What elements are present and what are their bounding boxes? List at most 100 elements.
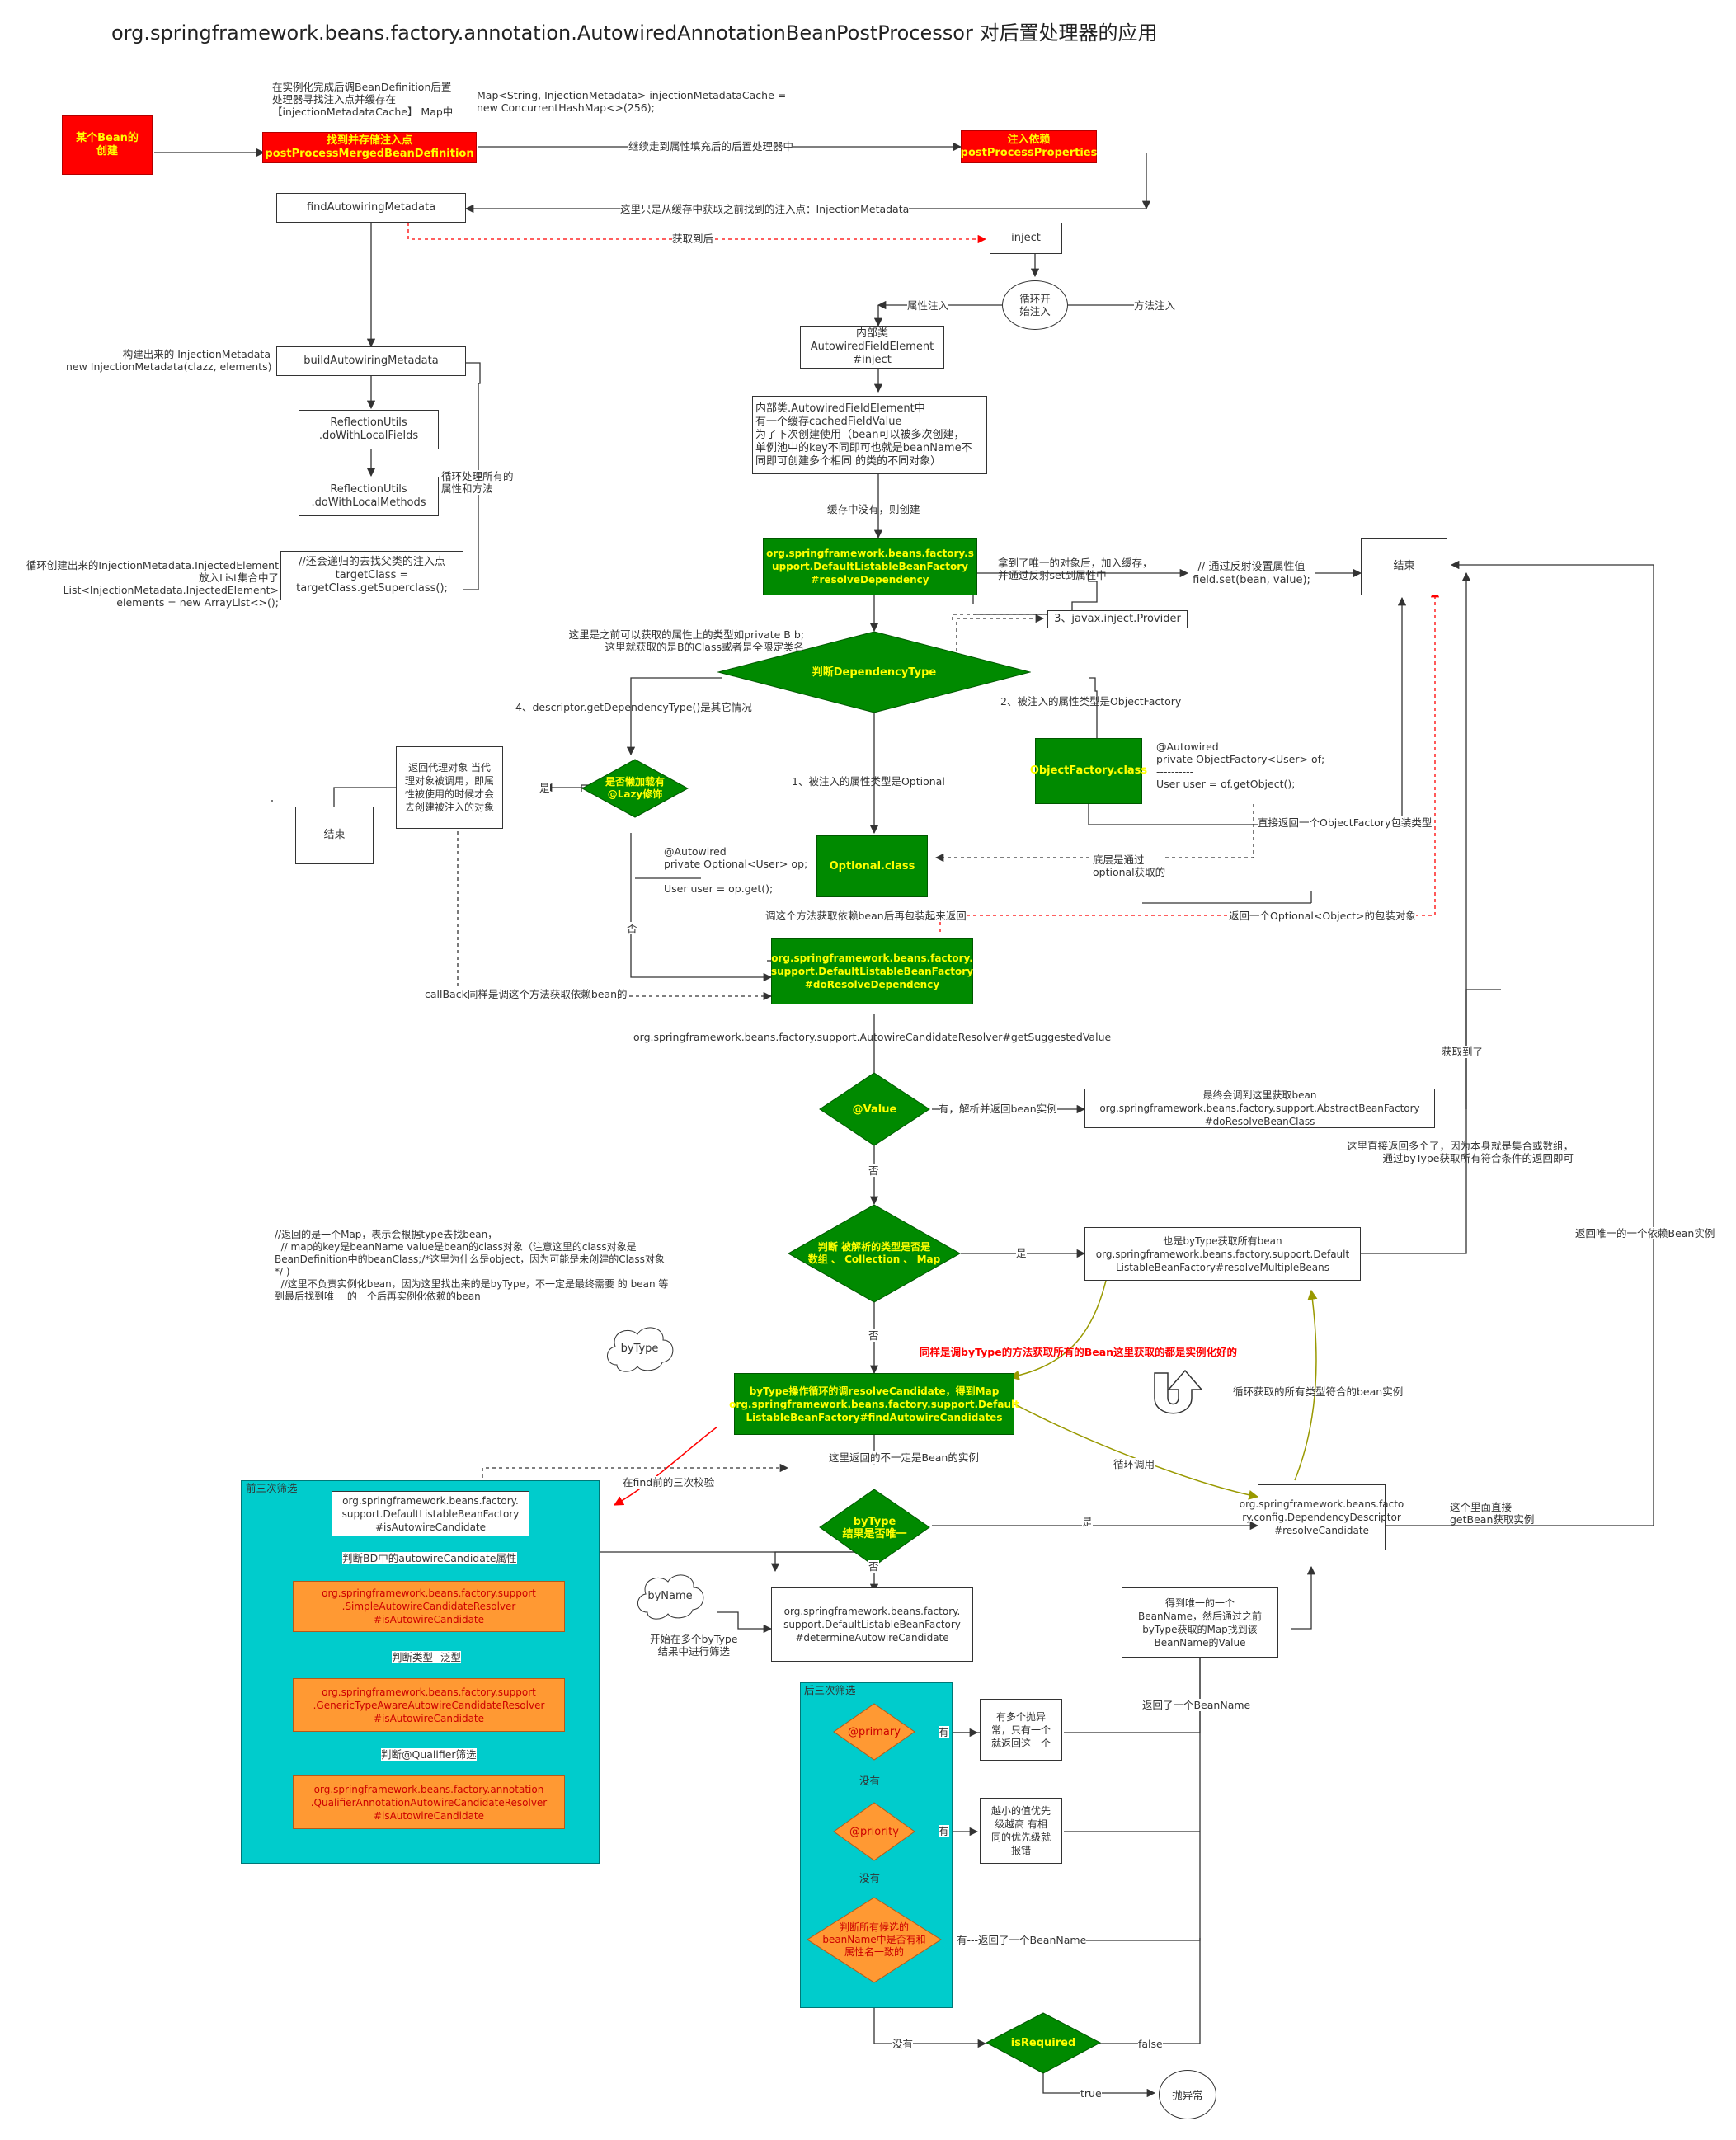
end-node-1: 结束 (1361, 538, 1447, 595)
return-unique-label: 返回唯一的一个依赖Bean实例 (1575, 1227, 1715, 1239)
judge-qualifier-label: 判断@Qualifier筛选 (381, 1748, 477, 1761)
field-element-node: 内部类 AutowiredFieldElement #inject (800, 326, 944, 369)
filter-node-1: org.springframework.beans.factory. suppo… (332, 1491, 529, 1536)
value-no-label: 否 (868, 1164, 879, 1177)
built-metadata-label: 构建出来的 InjectionMetadata new InjectionMet… (66, 348, 272, 373)
inject-dependency-node: 注入依赖 postProcessProperties (961, 130, 1097, 163)
return-object-factory-label: 直接返回一个ObjectFactory包装类型 (1258, 816, 1433, 829)
type-note-label: 这里是之前可以获取的属性上的类型如private B b; 这里就获取的是B的C… (568, 628, 804, 653)
map-note-label: //返回的是一个Map，表示会根据type去找bean， // map的key是… (275, 1229, 669, 1302)
loop-get-label: 循环获取的所有类型符合的bean实例 (1233, 1385, 1404, 1398)
filter-node-2: org.springframework.beans.factory.suppor… (293, 1581, 565, 1632)
primary-diamond: @primary (833, 1703, 915, 1761)
loop-start-node: 循环开 始注入 (1002, 280, 1068, 330)
bean-create-node: 某个Bean的 创建 (62, 115, 153, 175)
same-bytype-label: 同样是调byType的方法获取所有的Bean这里获取的都是实例化好的 (920, 1346, 1238, 1358)
end-node-2: 结束 (295, 807, 374, 864)
case1-label: 1、被注入的属性类型是Optional (792, 775, 945, 788)
do-resolve-dependency-node: org.springframework.beans.factory. suppo… (771, 938, 973, 1004)
priority-diamond: @priority (833, 1802, 915, 1861)
optional-code: @Autowired private Optional<User> op; --… (664, 845, 808, 895)
find-three-label: 在find前的三次校验 (623, 1476, 715, 1489)
field-inject-label: 属性注入 (907, 299, 949, 312)
not-instance-label: 这里返回的不一定是Bean的实例 (829, 1451, 979, 1464)
suggested-value-label: org.springframework.beans.factory.suppor… (633, 1031, 1112, 1043)
name-match-none-label: 没有 (892, 2038, 914, 2050)
from-cache-label: 这里只是从缓存中获取之前找到的注入点：InjectionMetadata (620, 203, 910, 215)
field-set-node: // 通过反射设置属性值 field.set(bean, value); (1188, 553, 1315, 595)
priority-note: 越小的值优先 级越高 有相 同的优先级就 报错 (980, 1798, 1062, 1864)
value-diamond: @Value (819, 1072, 930, 1146)
true-label: true (1080, 2087, 1102, 2100)
back-three-filter-title: 后三次筛选 (804, 1684, 856, 1696)
after-get-label: 获取到后 (672, 233, 714, 245)
loop-list-label: 循环创建出来的InjectionMetadata.InjectedElement… (26, 559, 279, 609)
filter-node-4: org.springframework.beans.factory.annota… (293, 1775, 565, 1829)
has-return-label: 有---返回了一个BeanName (957, 1934, 1087, 1946)
filter-node-3: org.springframework.beans.factory.suppor… (293, 1678, 565, 1732)
lazy-diamond: 是否懒加载有 @Lazy修饰 (581, 759, 689, 818)
resolve-dependency-node: org.springframework.beans.factory.s uppo… (763, 538, 977, 595)
return-beanname-label: 返回了一个BeanName (1142, 1699, 1251, 1711)
find-inject-node: 找到并存储注入点 postProcessMergedBeanDefinition (262, 132, 477, 163)
loop-all-label: 循环处理所有的 属性和方法 (441, 470, 514, 495)
unique-yes-label: 是 (1082, 1516, 1093, 1528)
multi-primary-note: 有多个抛异 常，只有一个 就返回这一个 (980, 1699, 1062, 1761)
resolve-candidate-node: org.springframework.beans.facto ry.confi… (1240, 1484, 1404, 1550)
lazy-no-label: 否 (627, 922, 637, 934)
optional-node: Optional.class (816, 835, 928, 897)
unique-no-label: 否 (868, 1560, 879, 1573)
object-factory-code: @Autowired private ObjectFactory<User> o… (1156, 741, 1325, 790)
false-label: false (1138, 2038, 1163, 2050)
multi-return-label: 这里直接返回多个了，因为本身就是集合或数组， 通过byType获取所有符合条件的… (1346, 1140, 1574, 1164)
super-class-node: //还会递归的去找父类的注入点 targetClass = targetClas… (280, 551, 463, 600)
judge-bd-label: 判断BD中的autowireCandidate属性 (342, 1552, 517, 1564)
cache-note-node: 内部类.AutowiredFieldElement中 有一个缓存cachedFi… (752, 396, 987, 474)
continue-post-label: 继续走到属性填充后的后置处理器中 (628, 140, 794, 153)
loop-arrow-icon (1142, 1361, 1208, 1427)
collection-diamond: 判断 被解析的类型是否是 数组 、 Collection 、 Map (788, 1204, 961, 1303)
proxy-node: 返回代理对象 当代 理对象被调用，即属 性被使用的时候才会 去创建被注入的对象 (396, 746, 503, 829)
do-local-fields-node: ReflectionUtils .doWithLocalFields (299, 410, 439, 449)
unique-diamond: byType 结果是否唯一 (819, 1489, 930, 1567)
bytype-cloud: byType (600, 1319, 679, 1377)
is-required-diamond: isRequired (986, 2012, 1101, 2074)
inject-node: inject (990, 223, 1062, 254)
collection-yes-label: 是 (1016, 1247, 1027, 1259)
got-unique-label: 拿到了唯一的对象后，加入缓存， 并通过反射set到属性中 (998, 557, 1153, 581)
bottom-optional-label: 底层是通过 optional获取的 (1093, 854, 1166, 878)
cache-note-top: 在实例化完成后调BeanDefinition后置 处理器寻找注入点并缓存在 【i… (272, 81, 454, 118)
find-autowiring-metadata-node: findAutowiringMetadata (276, 193, 466, 223)
callback-label: callBack同样是调这个方法获取依赖bean的 (425, 988, 628, 1000)
front-three-filter-title: 前三次筛选 (246, 1482, 298, 1494)
map-declaration: Map<String, InjectionMetadata> injection… (477, 89, 787, 114)
value-yes-label: 有，解析并返回bean实例 (939, 1103, 1057, 1115)
case2-label: 2、被注入的属性类型是ObjectFactory (1000, 695, 1182, 708)
build-metadata-node: buildAutowiringMetadata (276, 346, 466, 376)
do-resolve-bean-class-node: 最终会调到这里获取bean org.springframework.beans.… (1084, 1089, 1435, 1128)
direct-get-label: 这个里面直接 getBean获取实例 (1450, 1501, 1535, 1526)
priority-none-label: 没有 (859, 1872, 881, 1884)
collection-no-label: 否 (868, 1329, 879, 1342)
page-title: org.springframework.beans.factory.annota… (111, 21, 1158, 45)
priority-has-label: 有 (939, 1825, 949, 1837)
return-optional-label: 返回一个Optional<Object>的包装对象 (1229, 910, 1417, 922)
multi-filter-label: 开始在多个byType 结果中进行筛选 (650, 1633, 738, 1658)
method-inject-label: 方法注入 (1134, 299, 1176, 312)
determine-candidate-node: org.springframework.beans.factory. suppo… (771, 1587, 973, 1662)
do-local-methods-node: ReflectionUtils .doWithLocalMethods (299, 477, 439, 516)
lazy-yes-label: 是 (539, 782, 550, 794)
object-factory-node: ObjectFactory.class (1030, 738, 1147, 804)
cache-none-label: 缓存中没有，则创建 (827, 503, 920, 515)
case4-label: 4、descriptor.getDependencyType()是其它情况 (515, 701, 752, 713)
primary-has-label: 有 (939, 1726, 949, 1738)
byname-cloud: byName (631, 1567, 709, 1625)
call-method-label: 调这个方法获取依赖bean后再包装起来返回 (765, 910, 967, 922)
primary-none-label: 没有 (859, 1775, 881, 1787)
throw-exception-node: 抛异常 (1159, 2070, 1216, 2119)
loop-call-label: 循环调用 (1113, 1458, 1155, 1470)
judge-dependency-type-diamond: 判断DependencyType (717, 631, 1031, 713)
got-unique-node: 得到唯一的一个 BeanName，然后通过之前 byType获取的Map找到该 … (1122, 1587, 1278, 1658)
judge-generic-label: 判断类型--泛型 (392, 1651, 462, 1663)
